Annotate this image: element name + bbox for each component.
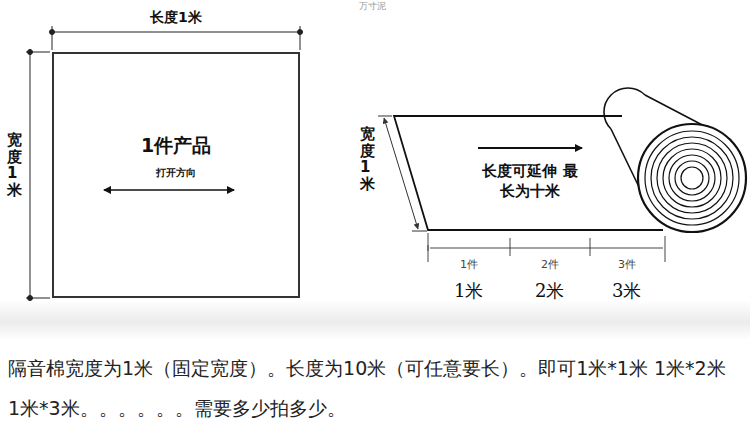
width-dimension — [26, 50, 50, 301]
piece-count: 2件 — [541, 257, 559, 272]
roll-width-dimension — [378, 116, 427, 231]
length-value: 2米 — [535, 279, 564, 303]
node-subtitle: 打开方向 — [54, 167, 298, 179]
length-value: 1米 — [454, 279, 483, 303]
width-label: 宽度1米 — [7, 132, 22, 198]
roll-ring — [663, 149, 721, 207]
roll-length-dimension — [428, 233, 665, 262]
length-value: 3米 — [612, 279, 641, 303]
roll-ring — [657, 143, 727, 213]
roll-ring — [681, 167, 703, 189]
node-title: 长度可延伸 最长为十米 — [475, 161, 585, 202]
length-arrow — [478, 147, 582, 149]
roll-ring — [675, 161, 709, 195]
roll-ring — [669, 155, 715, 201]
caption: 隔音棉宽度为1米（固定宽度）。长度为10米（可任意要长）。即可1米*1米 1米*… — [8, 348, 742, 428]
sheet-edge — [394, 116, 663, 230]
roll-illustration — [604, 88, 746, 232]
piece-count: 3件 — [618, 257, 636, 272]
node-title: 1件产品 — [54, 134, 298, 157]
length-label: 长度1米 — [150, 9, 202, 27]
roll-ring — [645, 131, 739, 225]
product-square: 1件产品打开方向 — [52, 52, 300, 298]
roll-ring — [651, 137, 733, 219]
length-dimension — [50, 26, 303, 50]
watermark: 万寸泥 — [359, 0, 386, 13]
sheet-parallelogram: 长度可延伸 最长为十米 — [393, 115, 668, 231]
direction-arrow — [104, 189, 234, 191]
shadow-band — [0, 300, 750, 340]
piece-count: 1件 — [460, 257, 478, 272]
width-label: 宽度1米 — [360, 126, 375, 192]
